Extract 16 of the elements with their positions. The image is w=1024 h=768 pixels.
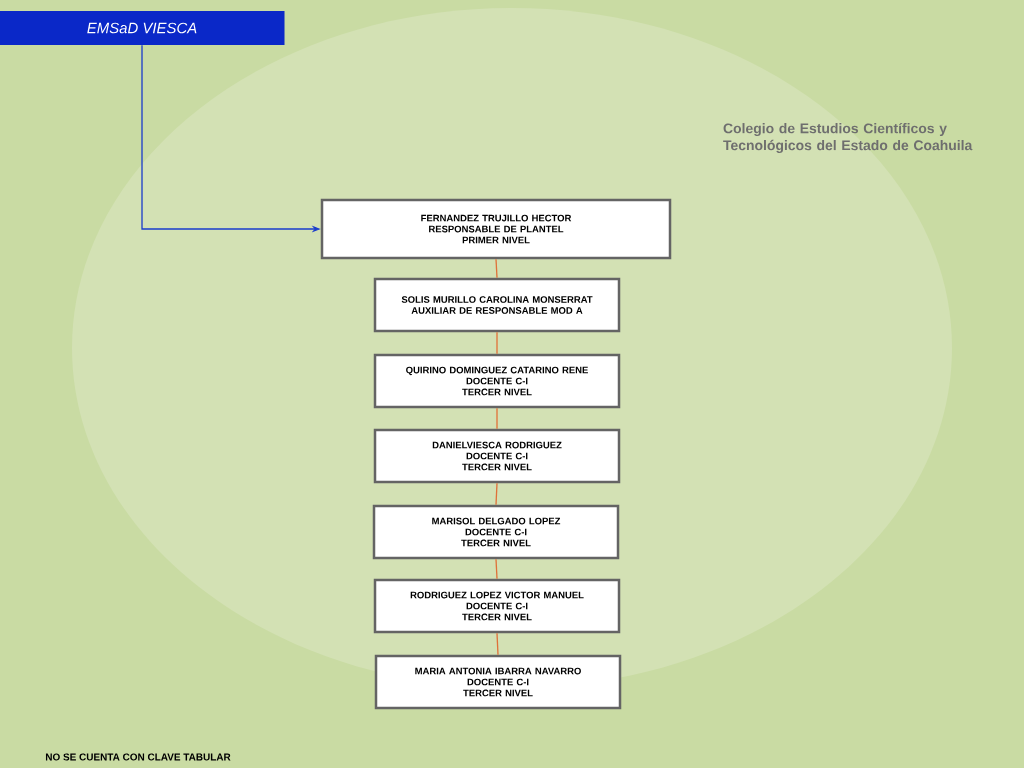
connector xyxy=(496,632,499,656)
person-box: RODRIGUEZ LOPEZ VICTOR MANUEL DOCENTE C-I TERCER NIVEL xyxy=(373,578,621,634)
connector xyxy=(495,482,498,506)
person-box: MARIA ANTONIA IBARRA NAVARRO DOCENTE C-I TERCER NIVEL xyxy=(374,654,622,710)
connector xyxy=(496,407,498,430)
note: NO SE CUENTA CON CLAVE TABULAR xyxy=(45,753,231,761)
person-box: FERNANDEZ TRUJILLO HECTOR RESPONSABLE DE PLANTEL PRIMER NIVEL xyxy=(320,198,672,260)
person-box: QUIRINO DOMINGUEZ CATARINO RENE DOCENTE C-I TERCER NIVEL xyxy=(373,353,621,409)
connector xyxy=(495,258,498,279)
person-box: MARISOL DELGADO LOPEZ DOCENTE C-I TERCER NIVEL xyxy=(372,504,620,560)
title-banner: EMSaD VIESCA xyxy=(0,11,285,45)
connector xyxy=(495,558,498,580)
person-box: SOLIS MURILLO CAROLINA MONSERRAT AUXILIAR DE RESPONSABLE MOD A xyxy=(373,277,621,333)
connector xyxy=(496,331,498,355)
school-name: Colegio de Estudios Científicos y Tecnológicos del Estado de Coahuila xyxy=(723,122,973,154)
person-box: DANIELVIESCA RODRIGUEZ DOCENTE C-I TERCER NIVEL xyxy=(373,428,621,484)
